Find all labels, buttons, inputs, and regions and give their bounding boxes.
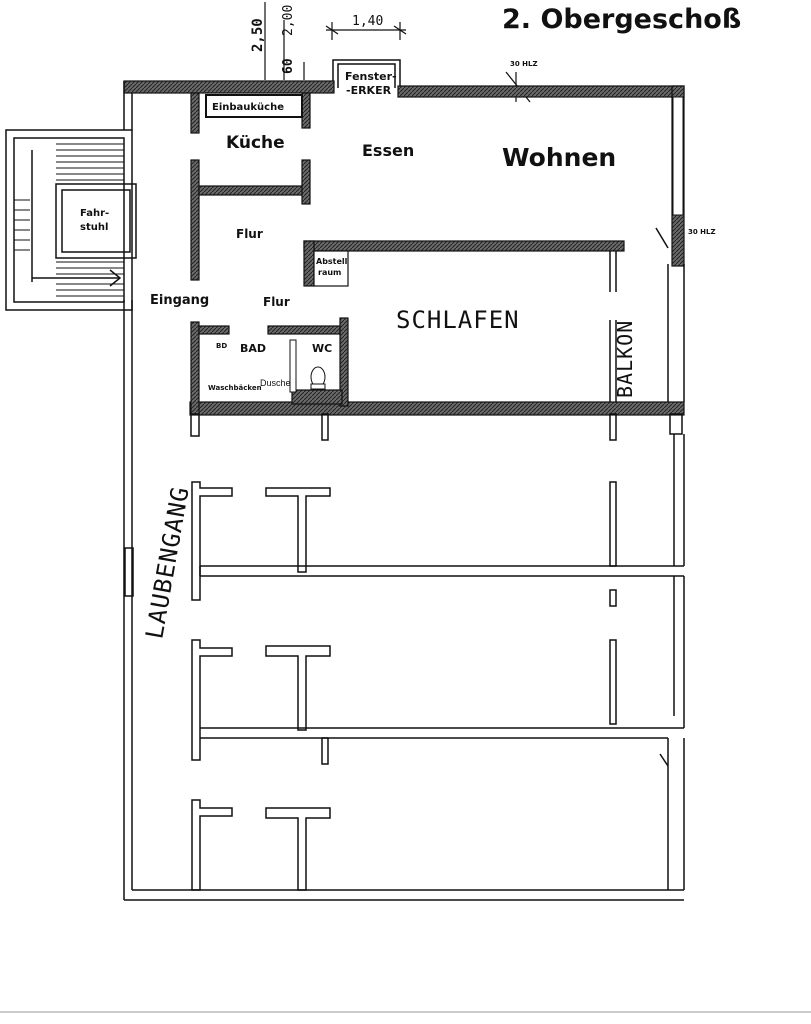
label-fenster-erker-2: -ERKER (346, 84, 392, 97)
right-window (672, 96, 684, 216)
label-laubengang: LAUBENGANG (140, 484, 194, 641)
label-abstellraum-2: raum (318, 268, 341, 277)
label-dusche: Dusche (260, 378, 291, 388)
stair-treads (14, 143, 124, 297)
label-fahrstuhl-1: Fahr- (80, 208, 109, 219)
label-wohnen: Wohnen (502, 143, 616, 172)
label-flur-lower: Flur (263, 295, 290, 309)
dim-60: 60 (281, 58, 296, 74)
laubengang-walls (123, 81, 684, 901)
label-abstellraum-1: Abstell (316, 257, 348, 266)
floor-title: 2. Obergeschoß (502, 4, 742, 35)
dim-200: 2,00 (281, 5, 296, 36)
label-essen: Essen (362, 141, 414, 160)
wall-stubs (190, 413, 683, 441)
fenster-erker (332, 59, 401, 88)
interior-walls (190, 92, 625, 415)
einbaukueche-box (205, 94, 303, 118)
lower-units (191, 434, 685, 891)
label-hlz-right: 30 HLZ (688, 228, 716, 236)
label-wc: WC (312, 342, 332, 355)
label-eingang: Eingang (150, 293, 209, 308)
label-balkon: BALKON (613, 320, 637, 398)
label-schlafen: SCHLAFEN (396, 306, 520, 334)
label-fahrstuhl-2: stuhl (80, 222, 108, 233)
dim-140: 1,40 (352, 14, 383, 29)
abstell-box (313, 250, 349, 287)
label-bd: BD (216, 342, 227, 350)
label-waschbecken: Waschbäcken (208, 384, 262, 392)
wc-fixture (289, 339, 326, 393)
label-fenster-erker-1: Fenster- (345, 70, 397, 83)
bedroom-right-wall (609, 227, 685, 402)
label-kueche: Küche (226, 133, 285, 153)
label-hlz-top: 30 HLZ (510, 60, 538, 68)
stairwell (5, 129, 137, 311)
label-einbaukueche: Einbauküche (212, 102, 284, 113)
label-flur-upper: Flur (236, 227, 263, 241)
dim-250: 2,50 (250, 18, 266, 52)
label-bad: BAD (240, 342, 266, 355)
